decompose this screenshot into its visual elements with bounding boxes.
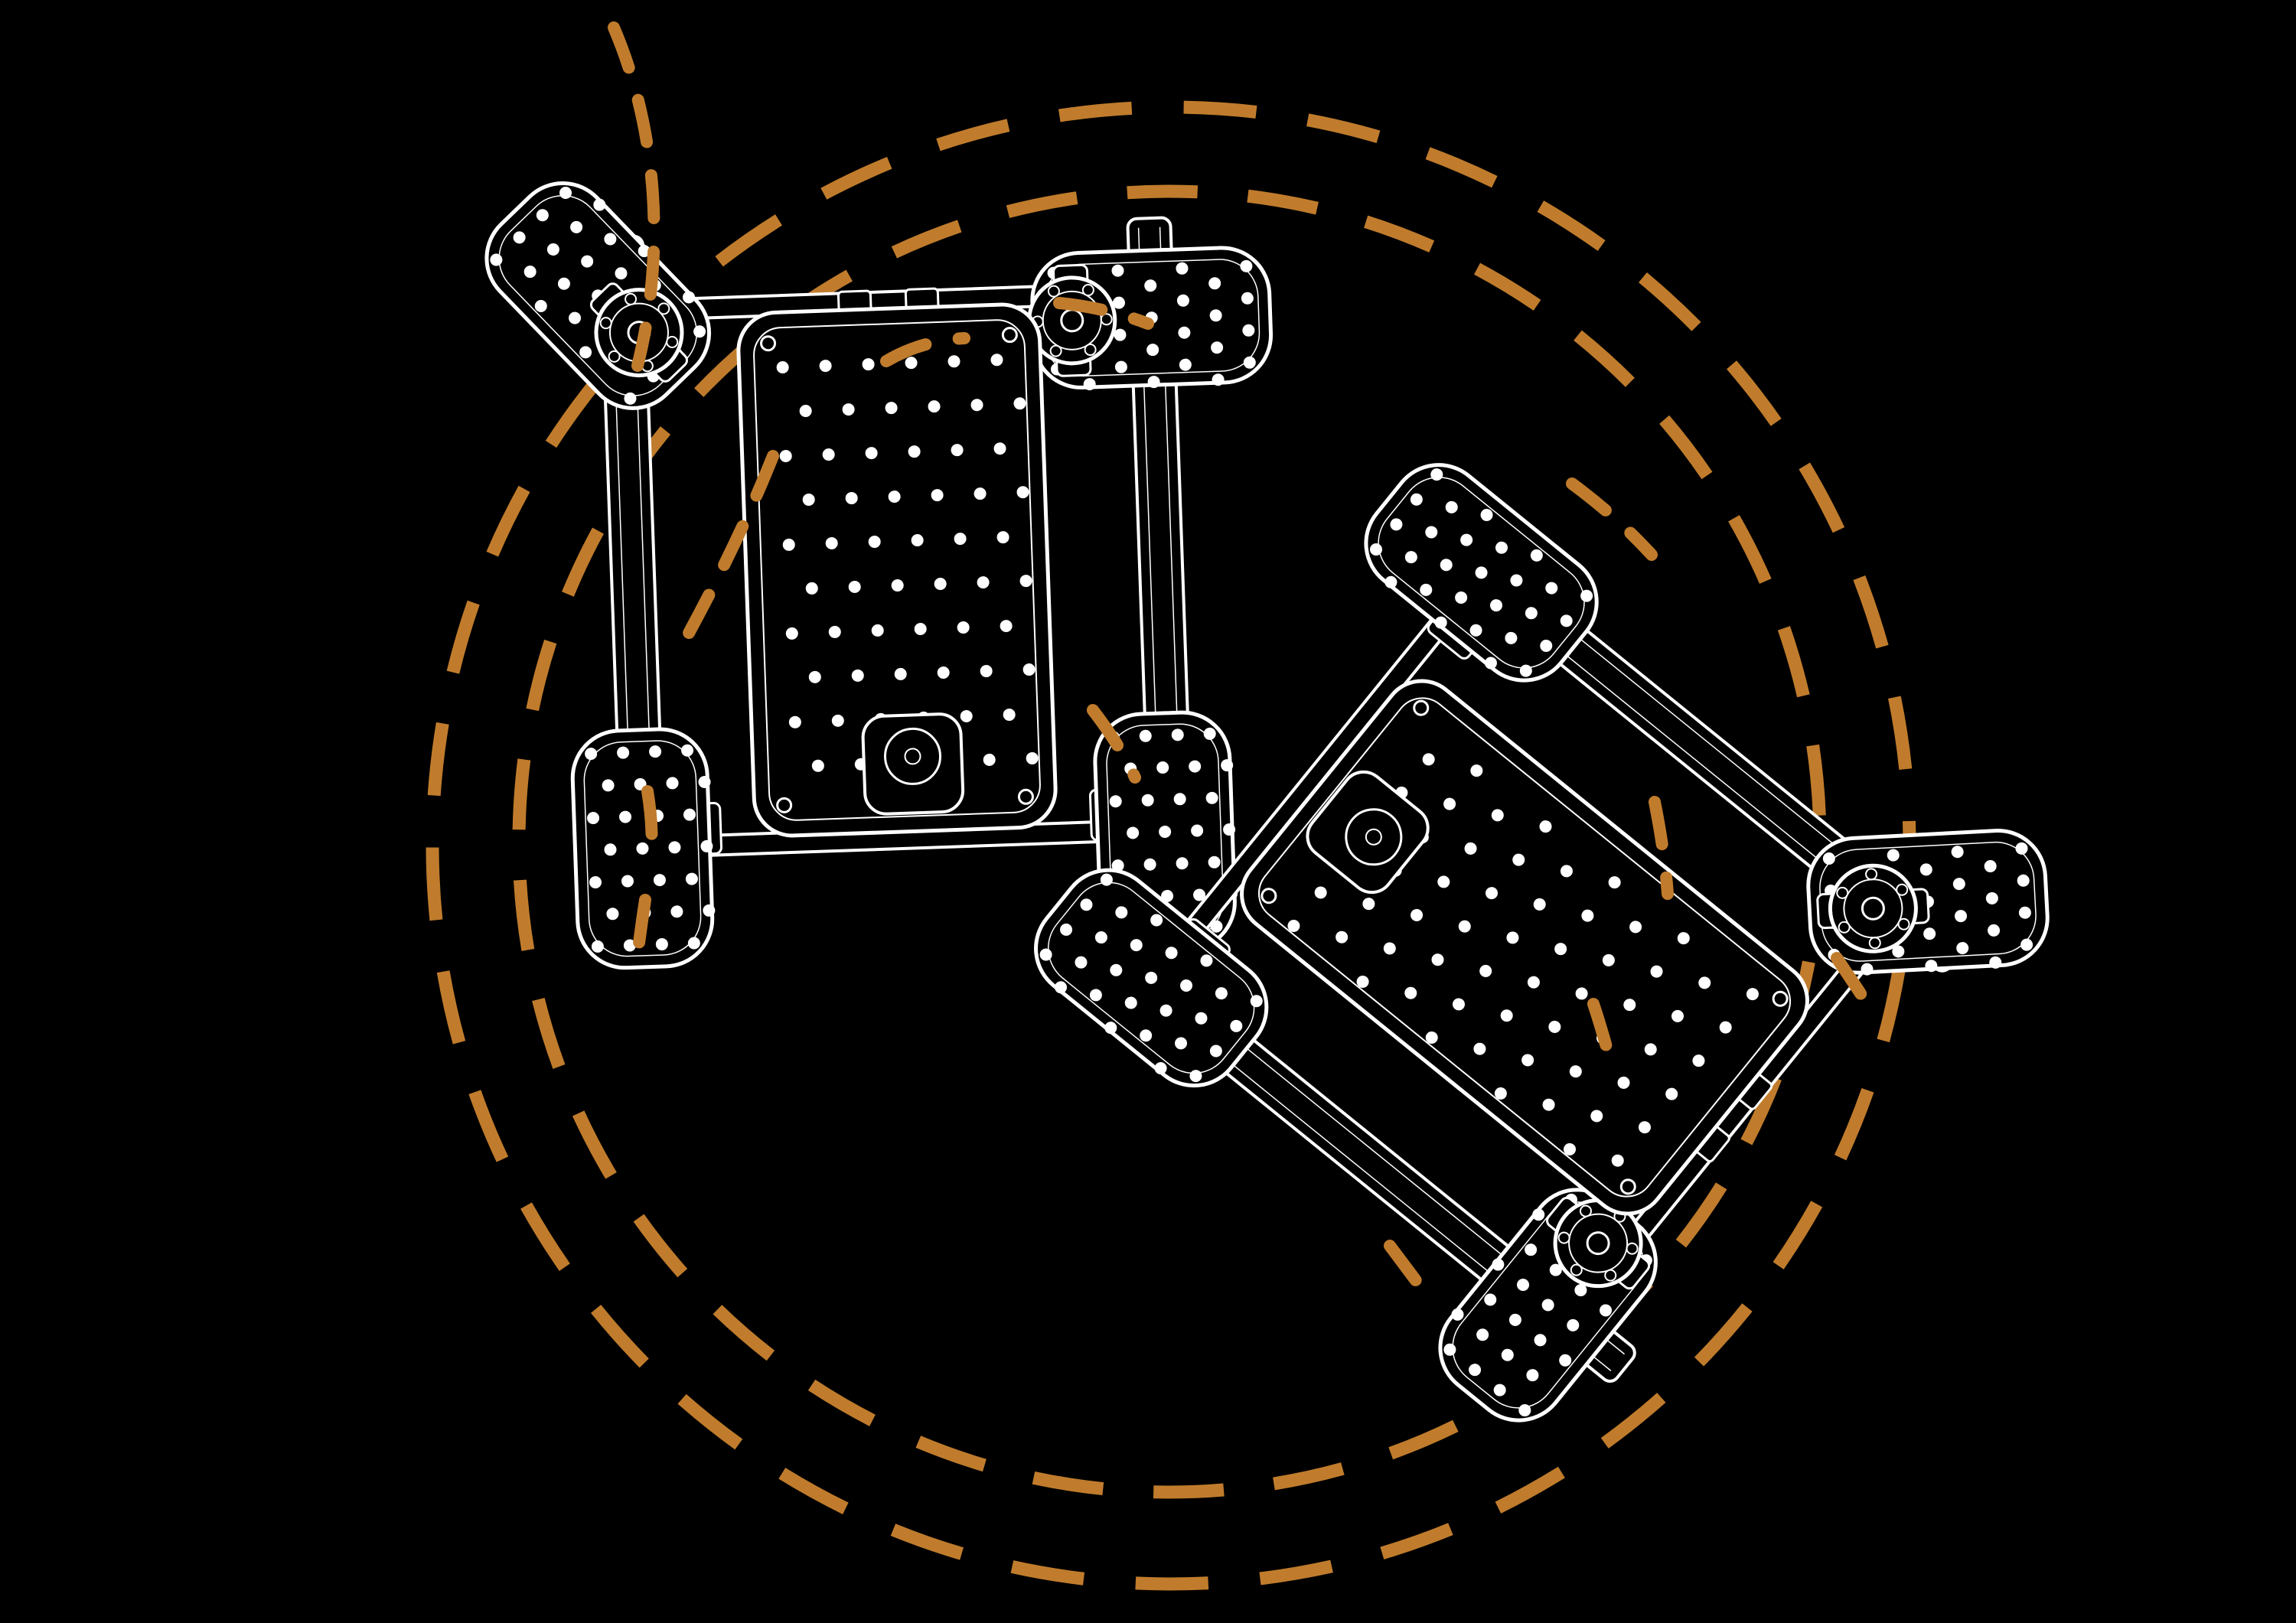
arc-trail-rotated-top-wheel (1566, 477, 1658, 561)
arc-trail-rotated-bottom-wheel (1384, 1240, 1434, 1303)
arc-trail-body-top (880, 332, 970, 367)
arc-trail-rotated-right-side (1649, 796, 1674, 900)
arc-trail-rotated-right-wheel (1831, 952, 1878, 1018)
arc-trail-front-right-hub (1053, 297, 1154, 330)
arc-trail-rear-left-wheel (641, 785, 658, 872)
motion-arcs (608, 21, 1878, 1303)
arc-trail-body-left (677, 450, 779, 650)
arc-trail-center-cluster (1087, 704, 1141, 784)
arc-trail-front-left-wheel (608, 21, 660, 372)
arc-trail-rotated-lower-body (1587, 998, 1619, 1078)
arc-trail-rear-left-wheel-2 (631, 894, 651, 961)
